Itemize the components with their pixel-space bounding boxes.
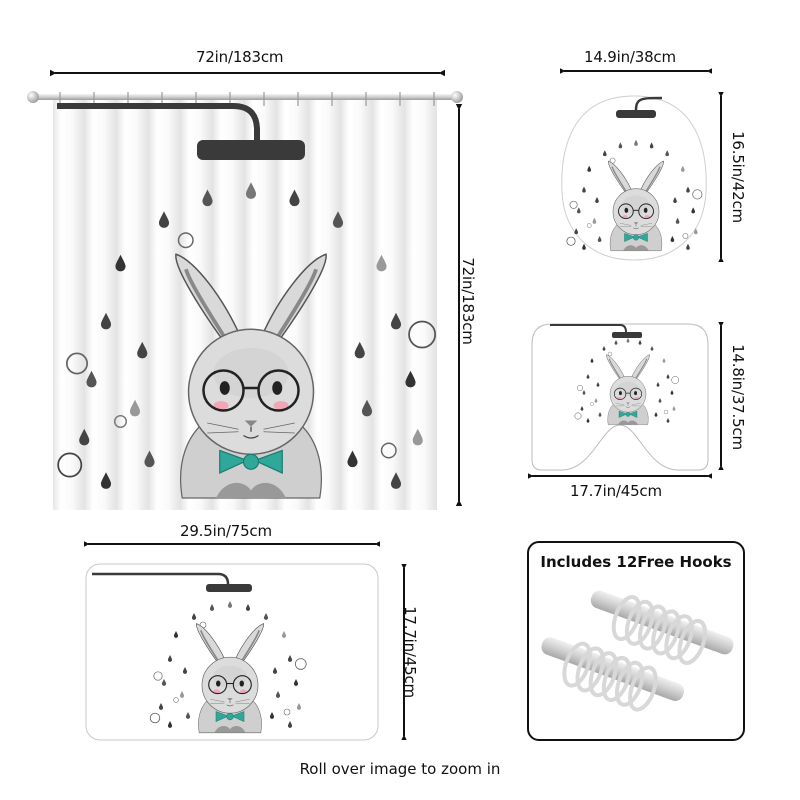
curtain-height-arrow [452, 104, 466, 506]
contour-width-label: 17.7in/45cm [570, 482, 662, 500]
zoom-hint-caption: Roll over image to zoom in [299, 760, 501, 778]
lid-width-label: 14.9in/38cm [584, 48, 676, 66]
lid-height-arrow [715, 92, 727, 262]
bath-mat-width-label: 29.5in/75cm [180, 522, 272, 540]
curtain-height-label: 72in/183cm [459, 257, 477, 345]
curtain-width-arrow [50, 66, 445, 80]
contour-height-arrow [715, 322, 727, 470]
lid-width-arrow [560, 65, 712, 77]
hooks-image [541, 590, 734, 712]
lid-height-label: 16.5in/42cm [729, 131, 747, 223]
bath-mat-height-label: 17.7in/45cm [401, 606, 419, 698]
bath-mat-width-arrow [84, 538, 380, 550]
curtain-width-label-text: 72in/183cm [196, 48, 284, 66]
lid-cover-image [561, 95, 707, 261]
contour-height-label: 14.8in/37.5cm [729, 344, 747, 450]
contour-mat-image [531, 323, 709, 471]
hooks-title: Includes 12Free Hooks [540, 553, 732, 571]
hooks-box: Includes 12Free Hooks [527, 541, 745, 741]
contour-width-arrow [528, 470, 712, 482]
bath-mat-height-arrow [398, 564, 410, 740]
bath-mat-image [85, 563, 379, 741]
shower-curtain-image [27, 91, 463, 510]
